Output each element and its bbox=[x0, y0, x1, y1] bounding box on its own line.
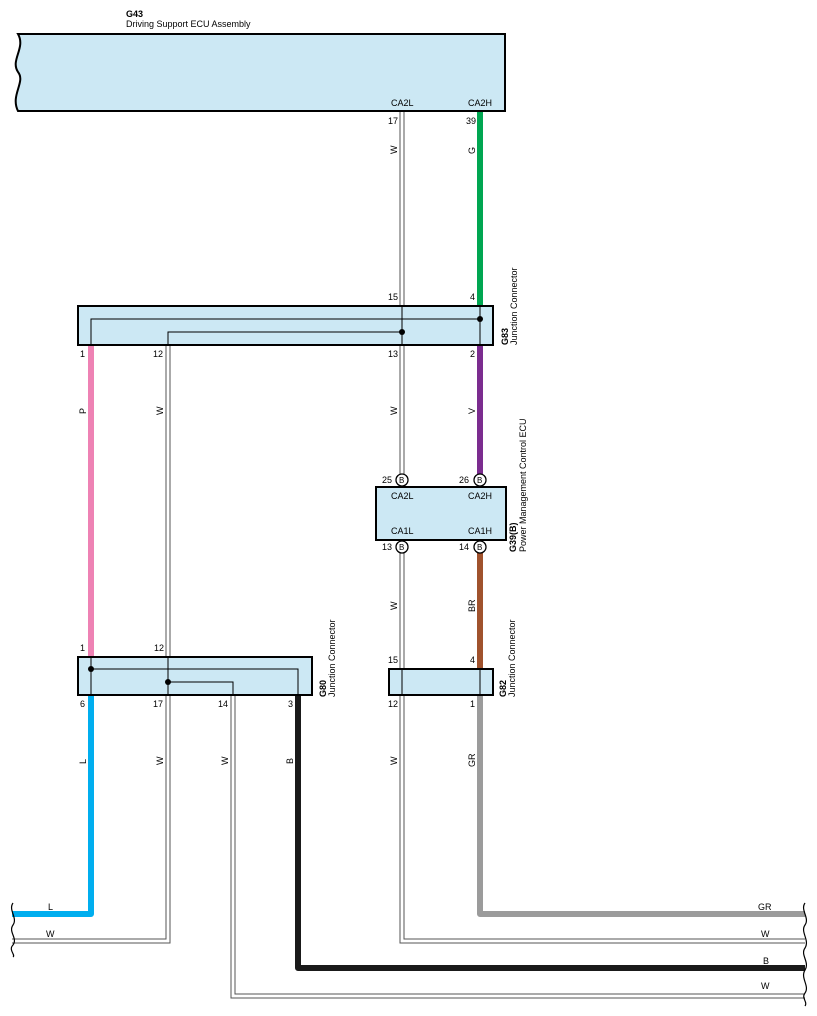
g83-junction-dot-2 bbox=[399, 329, 405, 335]
g83-pin-15: 15 bbox=[388, 292, 398, 302]
ecu-g43: G43 Driving Support ECU Assembly CA2L CA… bbox=[14, 9, 506, 126]
g39-pin-14-badge bbox=[473, 540, 487, 554]
wire-label-g80-14: W bbox=[220, 756, 230, 765]
g39-pin-26: 26 bbox=[459, 475, 469, 485]
g82-code: G82 bbox=[498, 680, 508, 697]
wire-label-g83-12: W bbox=[155, 406, 165, 415]
g80-bus-4 bbox=[168, 681, 234, 695]
g39-code: G39(B) bbox=[508, 522, 518, 552]
g80-pin-6: 6 bbox=[80, 699, 85, 709]
g80-bus-2 bbox=[91, 668, 299, 695]
g80-code: G80 bbox=[318, 680, 328, 697]
g83-bus-2 bbox=[167, 331, 402, 345]
g39-box bbox=[375, 486, 507, 541]
wire-g80-14-white bbox=[230, 695, 805, 999]
wire-g80-3-black bbox=[295, 695, 805, 971]
g80-pin-17: 17 bbox=[153, 699, 163, 709]
g82-pin-1: 1 bbox=[470, 699, 475, 709]
break-marks bbox=[10, 902, 808, 1007]
wires bbox=[12, 111, 805, 999]
bottom-label-w-left: W bbox=[46, 929, 55, 939]
g39-pin-14: 14 bbox=[459, 542, 469, 552]
g82-pin-15: 15 bbox=[388, 655, 398, 665]
connector-g83: 15 4 1 12 13 2 G83 Junction Connector bbox=[77, 267, 519, 359]
g39-name: Power Management Control ECU bbox=[518, 418, 528, 552]
g43-pin-ca2h-label: CA2H bbox=[468, 98, 492, 108]
g80-name: Junction Connector bbox=[327, 619, 337, 697]
g83-junction-dot-1 bbox=[477, 316, 483, 322]
wire-label-g39-13: W bbox=[389, 601, 399, 610]
g39-pin-26-badge-letter: B bbox=[477, 476, 482, 485]
ecu-g39: CA2L CA2H CA1L CA1H B B B B 25 26 13 14 … bbox=[375, 418, 528, 554]
g82-pin-4: 4 bbox=[470, 655, 475, 665]
g80-pin-1: 1 bbox=[80, 643, 85, 653]
g39-pin-25-badge bbox=[395, 473, 409, 487]
connector-g80: 1 12 6 17 14 3 G80 Junction Connector bbox=[77, 619, 337, 709]
left-break-mark bbox=[10, 902, 16, 958]
g39-pin-13: 13 bbox=[382, 542, 392, 552]
wire-g80-14-white-core bbox=[231, 695, 805, 998]
g43-pin-ca2l-label: CA2L bbox=[391, 98, 414, 108]
g80-pin-12: 12 bbox=[154, 643, 164, 653]
g82-box bbox=[388, 668, 494, 696]
connector-g82: 15 4 12 1 G82 Junction Connector bbox=[388, 619, 517, 709]
g39-pin-26-badge bbox=[473, 473, 487, 487]
wire-g82-1-gray bbox=[477, 695, 805, 917]
bottom-label-w-right-1: W bbox=[761, 929, 770, 939]
g39-pin-14-badge-letter: B bbox=[477, 543, 482, 552]
wire-label-g82-12: W bbox=[389, 756, 399, 765]
g83-pin-2: 2 bbox=[470, 349, 475, 359]
g83-pin-13: 13 bbox=[388, 349, 398, 359]
g43-name: Driving Support ECU Assembly bbox=[126, 19, 251, 29]
g43-pin-17: 17 bbox=[388, 116, 398, 126]
g39-pin-ca1h-label: CA1H bbox=[468, 526, 492, 536]
g39-pin-ca2l-label: CA2L bbox=[391, 491, 414, 501]
g43-code: G43 bbox=[126, 9, 143, 19]
wire-label-g83-2: V bbox=[467, 408, 477, 414]
bottom-label-l: L bbox=[48, 902, 53, 912]
g83-pin-4: 4 bbox=[470, 292, 475, 302]
right-break-mark bbox=[802, 902, 808, 1007]
bottom-label-gr: GR bbox=[758, 902, 772, 912]
g82-pin-12: 12 bbox=[388, 699, 398, 709]
wire-label-g43-39: G bbox=[467, 147, 477, 154]
g80-junction-dot-2 bbox=[165, 679, 171, 685]
bottom-label-w-right-2: W bbox=[761, 981, 770, 991]
wire-label-g80-17: W bbox=[155, 756, 165, 765]
bottom-label-b: B bbox=[763, 956, 769, 966]
wire-label-g80-6: L bbox=[78, 759, 88, 764]
g83-name: Junction Connector bbox=[509, 267, 519, 345]
wire-label-g83-1: P bbox=[78, 408, 88, 414]
bottom-wire-labels: L W GR W B W bbox=[46, 902, 772, 991]
wire-label-g43-17: W bbox=[389, 145, 399, 154]
g80-junction-dot-1 bbox=[88, 666, 94, 672]
g39-pin-ca2h-label: CA2H bbox=[468, 491, 492, 501]
g39-pin-ca1l-label: CA1L bbox=[391, 526, 414, 536]
g83-code: G83 bbox=[500, 328, 510, 345]
wire-g82-12-white-core bbox=[400, 695, 805, 943]
g83-pin-1: 1 bbox=[80, 349, 85, 359]
wire-label-g82-1: GR bbox=[467, 753, 477, 767]
g39-pin-25-badge-letter: B bbox=[399, 476, 404, 485]
g39-pin-13-badge bbox=[395, 540, 409, 554]
g39-pin-25: 25 bbox=[382, 475, 392, 485]
g39-pin-13-badge-letter: B bbox=[399, 543, 404, 552]
wire-label-g39-14: BR bbox=[467, 599, 477, 612]
g83-box bbox=[77, 305, 494, 346]
wire-g80-6-blue bbox=[12, 695, 94, 917]
g83-bus-1 bbox=[90, 318, 481, 345]
wire-label-g80-3: B bbox=[285, 758, 295, 764]
g82-name: Junction Connector bbox=[507, 619, 517, 697]
g80-pin-14: 14 bbox=[218, 699, 228, 709]
wire-label-g83-13: W bbox=[389, 406, 399, 415]
wire-color-labels: W G P W W V W BR L W W B W GR bbox=[78, 145, 477, 767]
g43-pin-39: 39 bbox=[466, 116, 476, 126]
wire-g82-12-white bbox=[399, 695, 805, 944]
g80-pin-3: 3 bbox=[288, 699, 293, 709]
g83-pin-12: 12 bbox=[153, 349, 163, 359]
g80-box bbox=[77, 656, 313, 696]
wire-g80-17-white-core bbox=[12, 695, 170, 943]
g43-box bbox=[14, 33, 506, 112]
